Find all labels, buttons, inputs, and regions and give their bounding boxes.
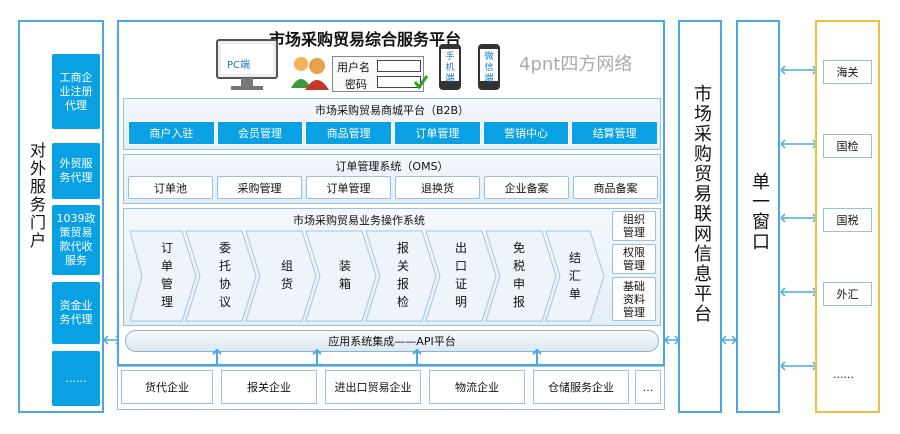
pc-monitor-icon bbox=[216, 39, 278, 90]
ops-side-item[interactable]: 基础资料管理 bbox=[612, 277, 656, 321]
ops-section: 市场采购贸易业务操作系统 订单管理 委托协议 组货 装箱 报关报检 出口证明 免… bbox=[123, 208, 661, 326]
bottom-enterprise[interactable]: 仓储服务企业 bbox=[533, 370, 629, 404]
username-label: 用户名 bbox=[337, 61, 370, 74]
single-window-panel: 单一窗口 bbox=[736, 20, 780, 413]
authority-item[interactable]: 外汇 bbox=[823, 282, 872, 306]
portal-item[interactable]: ...... bbox=[52, 351, 100, 406]
right-arrows bbox=[780, 65, 818, 371]
process-step: 委托协议 bbox=[218, 241, 231, 309]
mobile-phone-icon: 手机端 bbox=[439, 44, 461, 90]
b2b-item[interactable]: 营销中心 bbox=[482, 121, 570, 145]
bottom-enterprise[interactable]: 物流企业 bbox=[429, 370, 525, 404]
double-arrow-icon bbox=[721, 335, 737, 345]
main-platform-panel: 市场采购贸易综合服务平台 PC端 用户名 密码 手机端 微信端 4pnt四方网络… bbox=[117, 20, 665, 366]
wechat-phone-icon: 微信端 bbox=[478, 44, 500, 90]
info-platform-panel: 市场采购贸易联网信息平台 bbox=[678, 20, 722, 413]
authority-more: ...... bbox=[833, 368, 854, 381]
process-step: 结汇单 bbox=[568, 251, 581, 301]
external-portal-title: 对外服务门户 bbox=[27, 142, 46, 250]
bottom-enterprise[interactable]: 进出口贸易企业 bbox=[325, 370, 421, 404]
authority-item[interactable]: 国检 bbox=[823, 134, 872, 158]
oms-title: 订单管理系统（OMS） bbox=[335, 160, 449, 173]
portal-item[interactable]: 1039政策贸易款代收服务 bbox=[52, 205, 100, 275]
double-arrow-icon bbox=[664, 335, 680, 345]
login-box: 用户名 密码 bbox=[332, 56, 424, 92]
single-window-title: 单一窗口 bbox=[749, 172, 770, 252]
bottom-enterprise[interactable]: 货代企业 bbox=[121, 370, 213, 404]
process-step: 免税申报 bbox=[512, 241, 525, 309]
authority-panel: 海关 国检 国税 外汇 ...... bbox=[815, 20, 880, 413]
oms-item[interactable]: 商品备案 bbox=[573, 176, 658, 199]
process-step: 订单管理 bbox=[160, 241, 173, 309]
b2b-title: 市场采购贸易商城平台（B2B） bbox=[314, 104, 470, 117]
wechat-label: 微信端 bbox=[484, 52, 494, 84]
b2b-item[interactable]: 订单管理 bbox=[394, 121, 481, 145]
process-step: 装箱 bbox=[338, 259, 351, 291]
platform-title: 市场采购贸易综合服务平台 bbox=[269, 30, 462, 49]
process-chevrons bbox=[130, 230, 605, 322]
portal-item[interactable]: 外贸服务代理 bbox=[52, 143, 100, 199]
oms-item[interactable]: 企业备案 bbox=[484, 176, 569, 199]
double-arrow-icon bbox=[103, 335, 121, 345]
info-platform-title: 市场采购贸易联网信息平台 bbox=[691, 84, 712, 324]
bottom-more[interactable]: ... bbox=[635, 370, 661, 404]
users-icon bbox=[291, 57, 329, 90]
ops-side-item[interactable]: 权限管理 bbox=[612, 244, 656, 274]
mobile-label: 手机端 bbox=[445, 52, 455, 84]
username-input[interactable] bbox=[377, 60, 421, 72]
password-label: 密码 bbox=[345, 78, 367, 91]
b2b-item[interactable]: 结算管理 bbox=[571, 121, 659, 145]
oms-item[interactable]: 订单池 bbox=[128, 176, 213, 199]
oms-item[interactable]: 订单管理 bbox=[306, 176, 391, 199]
ops-side-item[interactable]: 组织管理 bbox=[612, 211, 656, 241]
bottom-enterprise[interactable]: 报关企业 bbox=[221, 370, 317, 404]
portal-item[interactable]: 工商企业注册代理 bbox=[52, 54, 100, 129]
api-platform-pipe[interactable]: 应用系统集成——API平台 bbox=[125, 330, 659, 352]
process-step: 报关报检 bbox=[396, 241, 409, 309]
portal-item[interactable]: 资金业务代理 bbox=[52, 282, 100, 344]
process-step: 出口证明 bbox=[454, 241, 467, 309]
ops-title: 市场采购贸易业务操作系统 bbox=[293, 214, 425, 227]
process-step: 组货 bbox=[280, 259, 293, 291]
oms-item[interactable]: 退换货 bbox=[395, 176, 480, 199]
authority-item[interactable]: 国税 bbox=[823, 208, 872, 232]
external-portal-panel: 对外服务门户 工商企业注册代理 外贸服务代理 1039政策贸易款代收服务 资金业… bbox=[18, 20, 104, 413]
b2b-section: 市场采购贸易商城平台（B2B） 商户入驻 会员管理 商品管理 订单管理 营销中心… bbox=[123, 98, 661, 150]
b2b-item[interactable]: 会员管理 bbox=[216, 121, 304, 145]
oms-section: 订单管理系统（OMS） 订单池 采购管理 订单管理 退换货 企业备案 商品备案 bbox=[123, 154, 661, 204]
oms-item[interactable]: 采购管理 bbox=[217, 176, 302, 199]
b2b-item[interactable]: 商品管理 bbox=[305, 121, 393, 145]
pc-label: PC端 bbox=[227, 60, 251, 71]
api-platform-label: 应用系统集成——API平台 bbox=[328, 335, 456, 348]
watermark: 4pnt四方网络 bbox=[519, 54, 633, 75]
password-input[interactable] bbox=[377, 76, 421, 88]
authority-item[interactable]: 海关 bbox=[823, 60, 872, 84]
b2b-item[interactable]: 商户入驻 bbox=[128, 121, 215, 145]
checkmark-icon bbox=[413, 75, 429, 90]
